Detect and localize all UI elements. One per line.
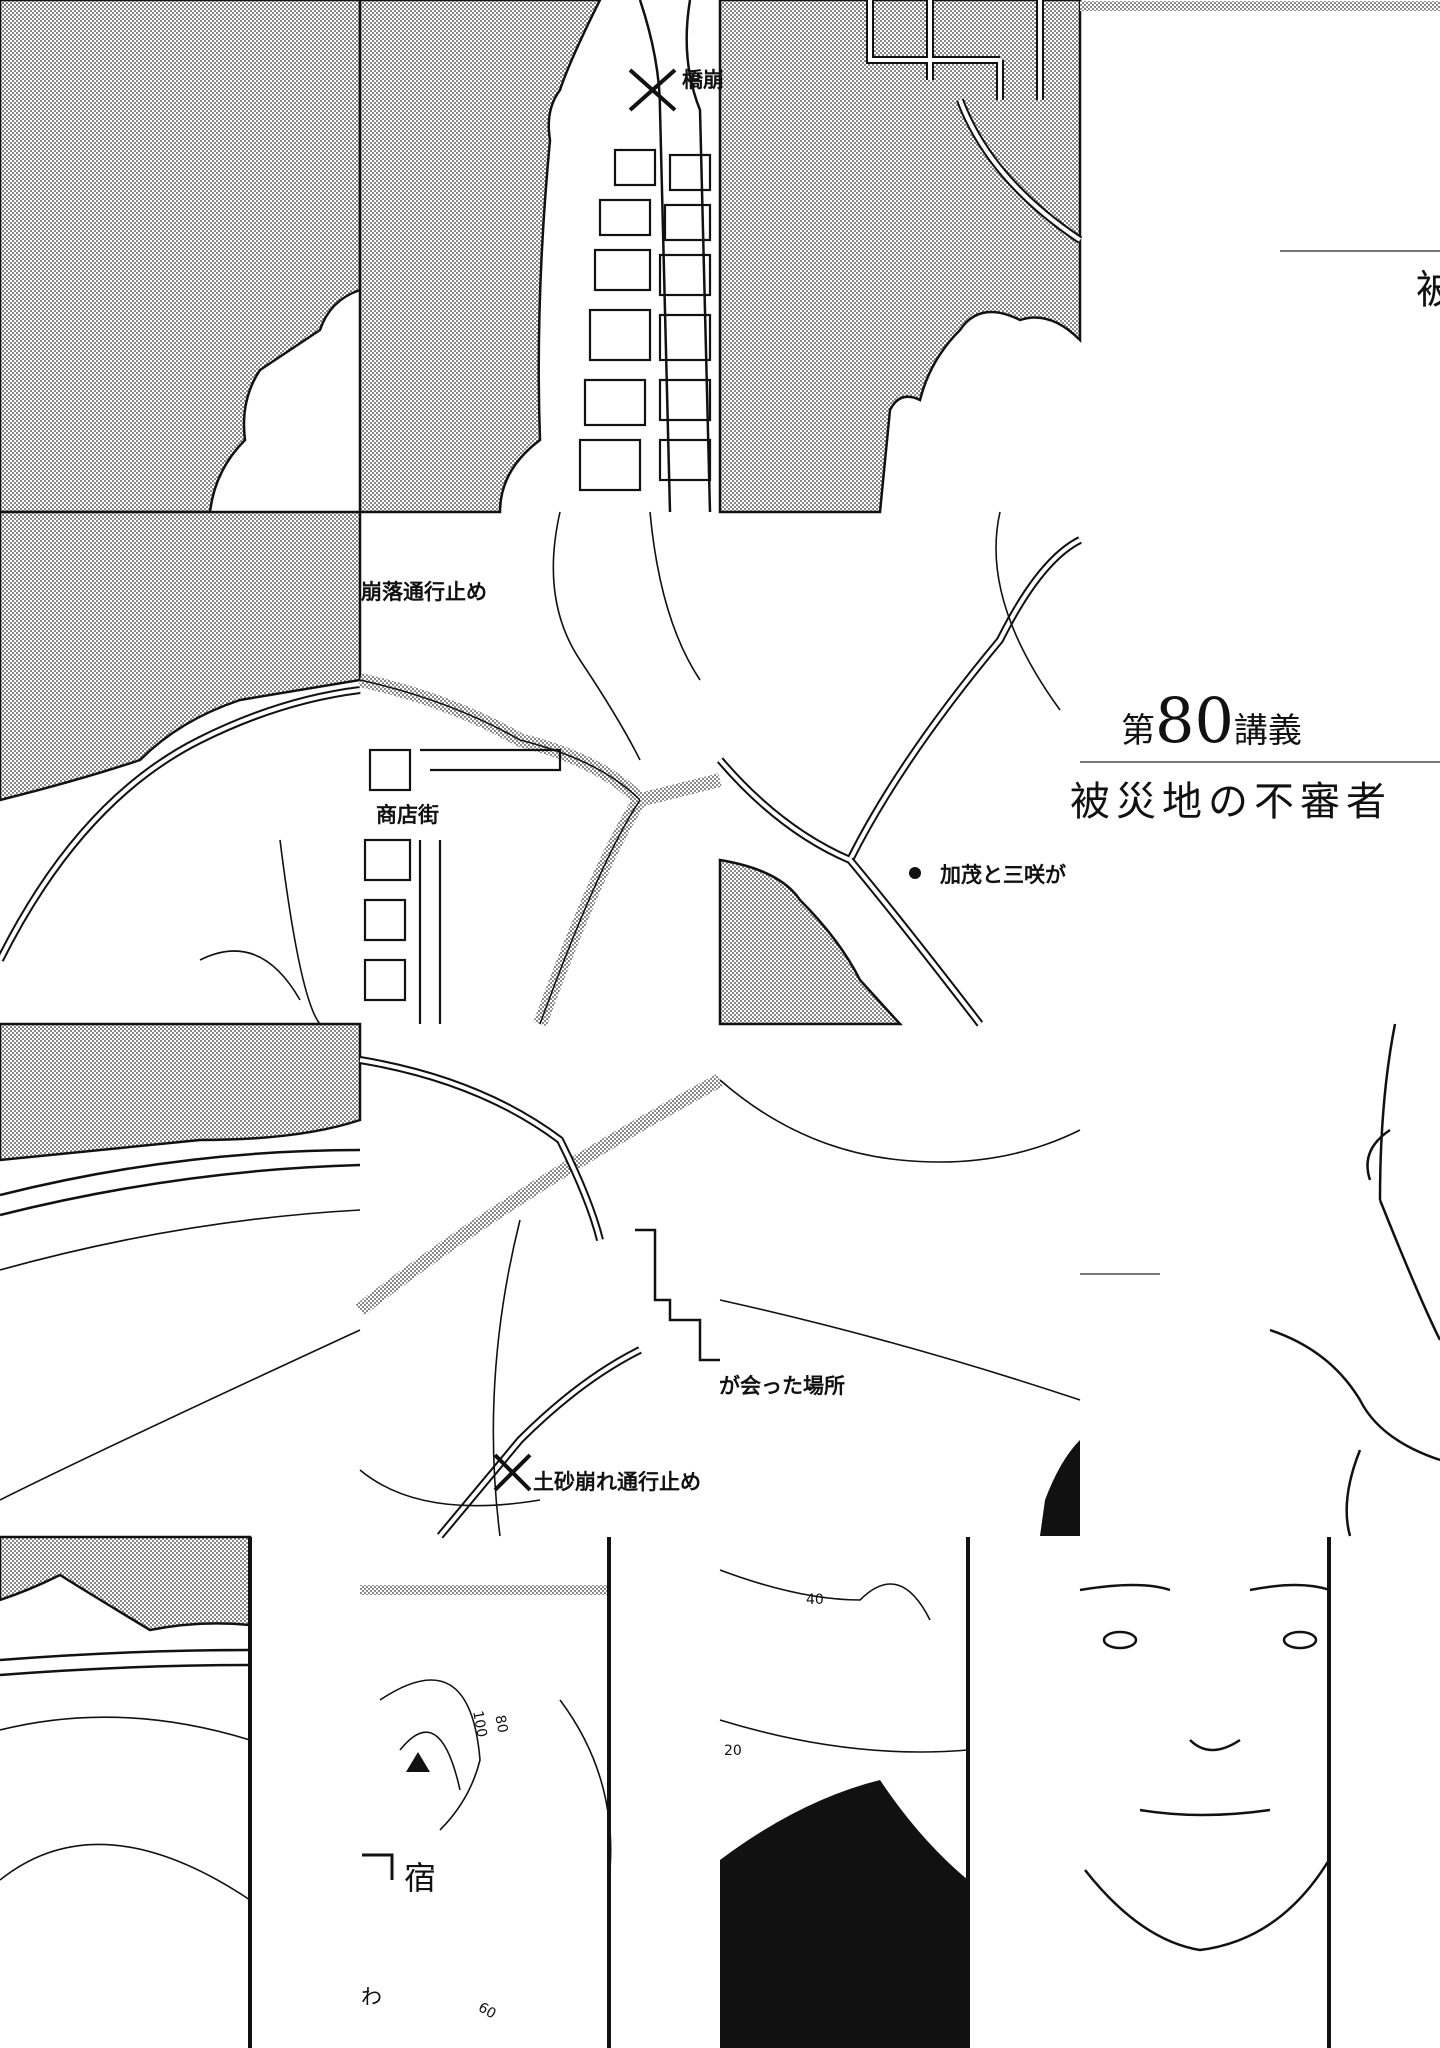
peak-triangle-icon — [406, 1752, 430, 1772]
chapter-number: 80 — [1155, 684, 1234, 757]
contour-label: 20 — [724, 1743, 742, 1759]
subtitle-fragment: 被 — [1416, 267, 1440, 313]
chapter-heading: 第80講義 — [1121, 690, 1302, 752]
hair-silhouette — [720, 1780, 968, 2048]
sea-area — [0, 0, 362, 514]
road — [638, 0, 712, 513]
building-outline — [635, 1228, 720, 1362]
contour-label: 40 — [806, 1592, 824, 1608]
label-inn: 宿 — [404, 1859, 437, 1897]
contour-label: 80 — [491, 1713, 511, 1735]
closure-x-mark-bridge — [628, 68, 677, 112]
character-figure — [1269, 1023, 1440, 1537]
label-landslide-closure: 土砂崩れ通行止め — [533, 1470, 701, 1494]
label-meeting-point-start: 加茂と三咲が — [940, 863, 1066, 887]
label-shopping-street: 商店街 — [376, 803, 439, 827]
label-collapse-closure: 崩落通行止め — [361, 580, 487, 604]
chapter-prefix: 第 — [1121, 711, 1155, 751]
town-blocks — [578, 148, 712, 492]
shopping-blocks — [363, 748, 562, 1024]
tile-borders — [248, 1537, 1331, 2048]
label-meeting-point-end: が会った場所 — [719, 1374, 845, 1398]
label-bridge-collapse: 橋崩 — [682, 68, 724, 92]
closure-x-mark-landslide — [493, 1453, 532, 1492]
label-fragment-wa: わ — [361, 1985, 382, 2009]
chapter-subtitle: 被災地の不審者 — [1070, 779, 1392, 825]
meeting-point-dot — [909, 867, 921, 879]
character-face — [1079, 1583, 1331, 1952]
chapter-suffix: 講義 — [1233, 711, 1302, 751]
